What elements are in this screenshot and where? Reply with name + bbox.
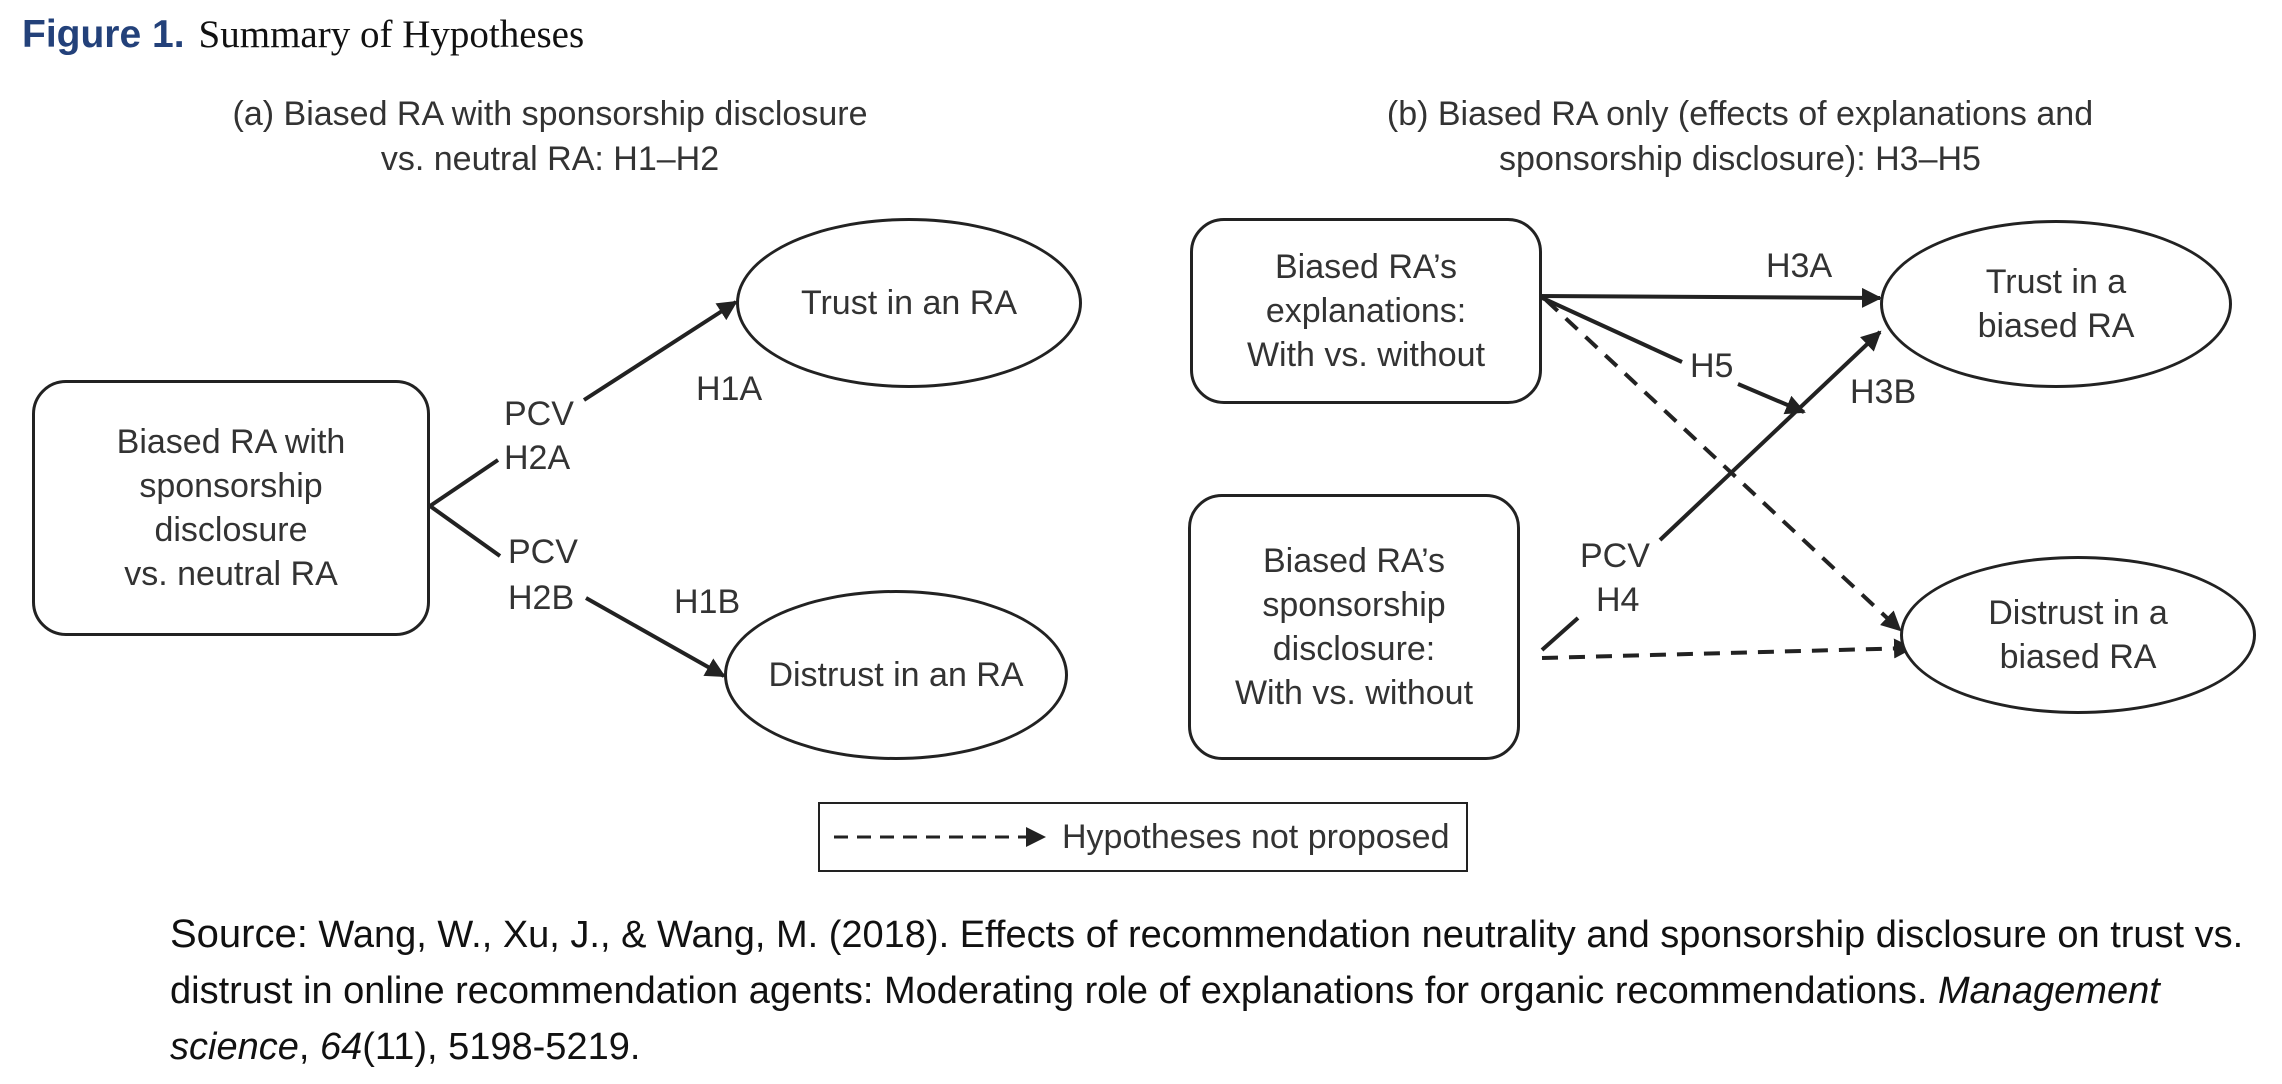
label-a-pcv-upper: PCV <box>504 395 574 433</box>
panel-b-explanations-box: Biased RA’s explanations: With vs. witho… <box>1190 218 1542 404</box>
source-journal: Management science <box>170 970 2160 1068</box>
panel-b-disclosure-line3: disclosure: <box>1272 630 1436 668</box>
arrow-h3b <box>1658 330 1882 542</box>
label-b-h3a: H3A <box>1766 247 1833 285</box>
panel-a-source-line1: Biased RA with <box>116 423 346 461</box>
panel-a-distrust-label: Distrust in an RA <box>768 656 1024 694</box>
arrow-a-trust <box>582 300 738 402</box>
panel-a-title: (a) Biased RA with sponsorship disclosur… <box>170 92 930 182</box>
panel-a-source-line4: vs. neutral RA <box>124 555 338 593</box>
panel-b-distrust-line1: Distrust in a <box>1988 594 2168 632</box>
panel-b-explanations-line3: With vs. without <box>1246 336 1486 374</box>
arrow-h5-seg1 <box>1537 294 1683 364</box>
label-b-h4: H4 <box>1596 581 1640 619</box>
arrow-a-to-h2b-stub <box>428 504 502 558</box>
legend: Hypotheses not proposed <box>818 802 1468 872</box>
source-issue-pages: (11), 5198-5219. <box>362 1026 641 1068</box>
legend-dashed-arrow-icon <box>834 827 1046 847</box>
panel-b-disclosure-box: Biased RA’s sponsorship disclosure: With… <box>1188 494 1520 760</box>
panel-b-trust-line1: Trust in a <box>1985 263 2127 301</box>
panel-b-distrust-node: Distrust in a biased RA <box>1900 556 2256 714</box>
panel-a-source-line3: disclosure <box>154 511 308 549</box>
arrow-a-to-h2a-stub <box>428 458 500 508</box>
panel-b-disclosure-line1: Biased RA’s <box>1262 542 1446 580</box>
label-b-h5: H5 <box>1690 347 1734 385</box>
source-label: Source: <box>170 912 308 956</box>
panel-b-explanations-line1: Biased RA’s <box>1274 248 1458 286</box>
panel-b-trust-line2: biased RA <box>1977 307 2135 345</box>
panel-b-title-line1: (b) Biased RA only (effects of explanati… <box>1386 95 2094 133</box>
arrow-h5-seg2 <box>1737 382 1806 415</box>
panel-b-title-line2: sponsorship disclosure): H3–H5 <box>1499 140 1981 178</box>
legend-label: Hypotheses not proposed <box>1062 817 1450 856</box>
panel-a-source-line2: sponsorship <box>139 467 323 505</box>
panel-a-distrust-node: Distrust in an RA <box>724 590 1068 760</box>
arrow-h3b-h4-seg1 <box>1540 616 1580 652</box>
label-a-h1b: H1B <box>674 583 741 621</box>
arrow-h3a <box>1537 287 1882 308</box>
label-a-h2a: H2A <box>504 439 571 477</box>
panel-b-trust-node: Trust in a biased RA <box>1880 220 2232 388</box>
source-sep: , <box>298 1026 320 1068</box>
dashed-arrow-disclosure-distrust <box>1541 638 1914 660</box>
label-a-h2b: H2B <box>508 579 575 617</box>
panel-a-trust-node: Trust in an RA <box>736 218 1082 388</box>
panel-b-title: (b) Biased RA only (effects of explanati… <box>1300 92 2180 182</box>
label-a-pcv-lower: PCV <box>508 533 578 571</box>
arrow-a-distrust <box>585 596 726 678</box>
source-citation: Source: Wang, W., Xu, J., & Wang, M. (20… <box>170 906 2250 1075</box>
label-a-h1a: H1A <box>696 370 763 408</box>
label-b-h3b: H3B <box>1850 373 1917 411</box>
panel-b-disclosure-line2: sponsorship <box>1262 586 1446 624</box>
source-volume: 64 <box>319 1026 363 1068</box>
panel-b-distrust-line2: biased RA <box>1999 638 2157 676</box>
panel-b-explanations-line2: explanations: <box>1265 292 1467 330</box>
panel-a-title-line2: vs. neutral RA: H1–H2 <box>380 140 720 178</box>
label-b-pcv: PCV <box>1580 537 1650 575</box>
panel-a-trust-label: Trust in an RA <box>800 284 1018 322</box>
panel-a-source-box: Biased RA with sponsorship disclosure vs… <box>32 380 430 636</box>
panel-a-title-line1: (a) Biased RA with sponsorship disclosur… <box>232 95 868 133</box>
figure-number: Figure 1. <box>22 13 185 56</box>
source-reference: Wang, W., Xu, J., & Wang, M. (2018). Eff… <box>170 914 2244 1012</box>
figure-title-text: Summary of Hypotheses <box>198 13 585 56</box>
panel-b-disclosure-line4: With vs. without <box>1234 674 1474 712</box>
figure-title: Figure 1. Summary of Hypotheses <box>22 12 584 57</box>
